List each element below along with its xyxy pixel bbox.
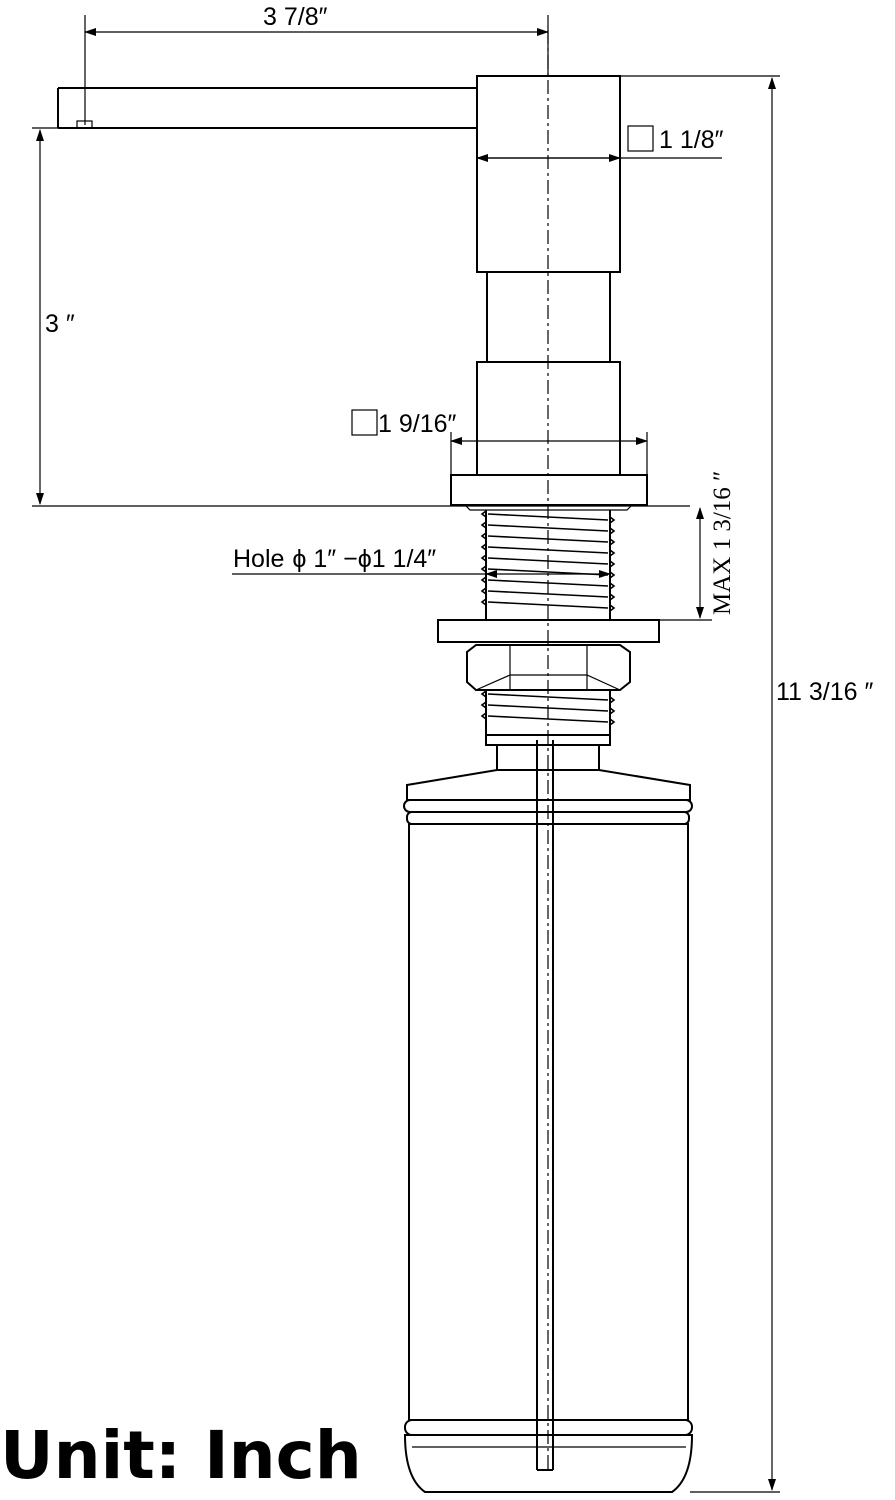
square-symbol <box>627 125 654 152</box>
thread-line <box>487 524 609 532</box>
dim-head-square-label: 1 1/8″ <box>659 126 724 154</box>
unit-label: Unit: Inch <box>0 1417 362 1494</box>
flange-base <box>450 474 648 506</box>
thread-crest <box>480 598 616 612</box>
dim-max-thickness: MAX 1 3/16 ″ <box>647 471 736 621</box>
dim-head-square: 1 1/8″ <box>476 125 724 162</box>
dim-max-thickness-label: MAX 1 3/16 ″ <box>709 471 736 615</box>
thread-crest <box>480 510 616 524</box>
dim-spout-length-label: 3 7/8″ <box>263 3 328 31</box>
thread-crest <box>480 554 616 568</box>
dim-height: 3 ″ <box>32 127 690 507</box>
thread-crest <box>480 543 616 557</box>
dip-tube <box>536 740 554 1471</box>
thread-crest <box>480 690 616 704</box>
lower-thread <box>480 690 616 735</box>
dim-flange-square-label: 1 9/16″ <box>378 410 457 438</box>
thread-crest <box>480 576 616 590</box>
dim-total-height: 11 3/16 ″ <box>620 75 874 1493</box>
thread-crest <box>480 712 616 726</box>
thread-crest <box>480 587 616 601</box>
spout <box>57 87 477 129</box>
dim-spout-length: 3 7/8″ <box>84 3 549 125</box>
square-symbol <box>351 409 378 436</box>
thread-line <box>487 693 609 701</box>
thread-crest <box>480 565 616 579</box>
thread-crest <box>480 521 616 535</box>
dim-total-height-label: 11 3/16 ″ <box>776 678 874 706</box>
thread-crest <box>480 701 616 715</box>
dim-height-label: 3 ″ <box>45 310 75 338</box>
dim-flange-square: 1 9/16″ <box>351 409 648 475</box>
thread-crest <box>480 532 616 546</box>
